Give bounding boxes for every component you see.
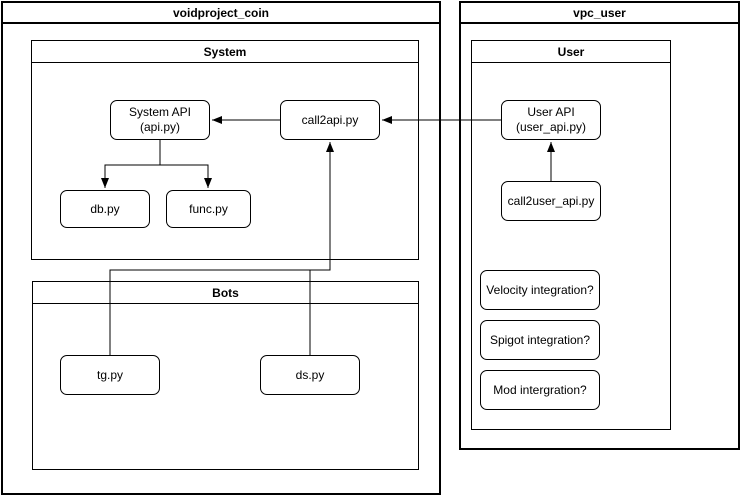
node-system-api[interactable]: System API (api.py): [110, 100, 210, 140]
node-user-api-label-line1: User API: [527, 105, 575, 119]
node-velocity-integration[interactable]: Velocity integration?: [480, 270, 600, 310]
node-tg-label: tg.py: [96, 367, 123, 382]
node-ds[interactable]: ds.py: [260, 355, 360, 395]
container-vpc-user-title: vpc_user: [461, 3, 738, 24]
node-call2api-label: call2api.py: [301, 112, 359, 127]
node-call2user-api-label: call2user_api.py: [507, 193, 595, 208]
node-mod-integration-label: Mod intergration?: [493, 382, 587, 397]
node-tg[interactable]: tg.py: [60, 355, 160, 395]
node-user-api-label-line2: (user_api.py): [515, 120, 587, 134]
container-voidproject-coin-title: voidproject_coin: [3, 3, 439, 24]
node-func[interactable]: func.py: [166, 190, 251, 228]
node-ds-label: ds.py: [295, 367, 325, 382]
node-system-api-label-line1: System API: [128, 105, 192, 119]
node-mod-integration[interactable]: Mod intergration?: [480, 370, 600, 410]
node-spigot-integration[interactable]: Spigot integration?: [480, 320, 600, 360]
container-bots-title: Bots: [33, 282, 418, 304]
node-spigot-integration-label: Spigot integration?: [489, 332, 591, 347]
node-user-api[interactable]: User API (user_api.py): [501, 100, 601, 140]
node-call2user-api[interactable]: call2user_api.py: [501, 181, 601, 221]
container-system-title: System: [32, 41, 418, 63]
node-velocity-integration-label: Velocity integration?: [486, 282, 594, 297]
node-db-label: db.py: [90, 201, 120, 216]
container-user-title: User: [472, 41, 670, 63]
node-func-label: func.py: [189, 201, 228, 216]
node-db[interactable]: db.py: [60, 190, 150, 228]
node-call2api[interactable]: call2api.py: [280, 100, 380, 140]
node-system-api-label-line2: (api.py): [139, 120, 180, 134]
